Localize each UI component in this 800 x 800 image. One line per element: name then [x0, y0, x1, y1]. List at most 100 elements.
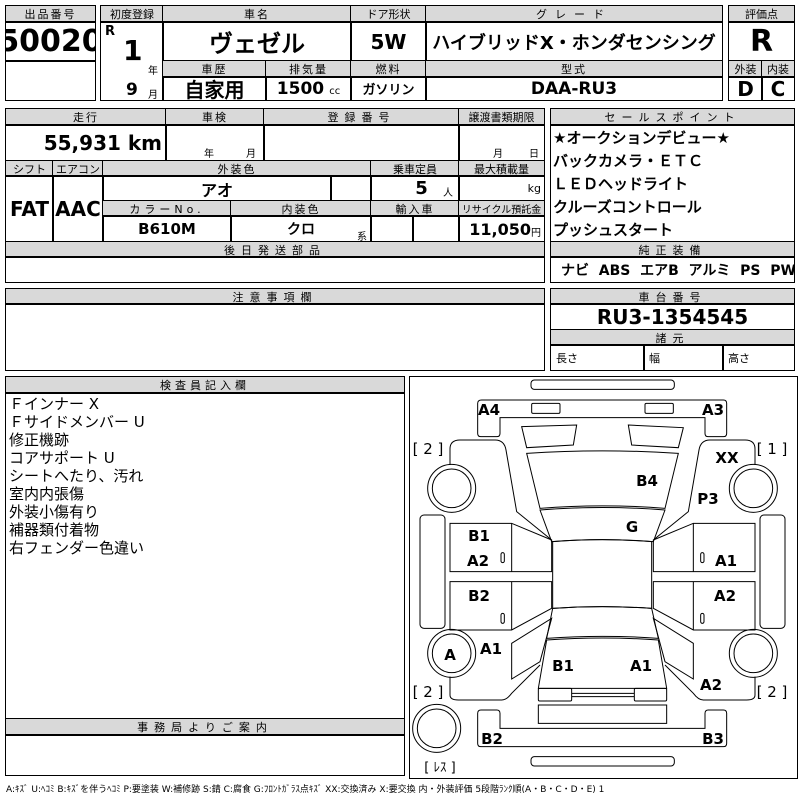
inspection-month-unit: 月	[246, 149, 256, 160]
inspection-year-unit: 年	[204, 149, 214, 160]
height-label: 高さ	[722, 344, 795, 371]
spec-label: 諸元	[550, 329, 795, 346]
inspector-note: コアサポート U	[9, 449, 115, 467]
damage-label: XX	[715, 449, 739, 467]
sale-points-body: ★オークションデビュー★ バックカメラ・ＥＴＣ ＬＥＤヘッドライト クルーズコン…	[550, 124, 795, 243]
capacity: 5	[415, 178, 428, 199]
damage-label: A1	[479, 640, 503, 658]
inspector-note: Ｆサイドメンバー U	[9, 413, 145, 431]
garnish	[571, 692, 635, 698]
spare-tire-label: [ ﾚｽ ]	[424, 760, 456, 776]
tire-grade: [ 2 ]	[412, 683, 444, 701]
windshield	[539, 507, 666, 543]
fuel-label: 燃料	[350, 60, 427, 78]
mileage-label: 走行	[5, 108, 167, 126]
exterior-label: 外装	[728, 60, 763, 78]
inspector-note: 室内内張傷	[9, 485, 85, 503]
lot-blank	[5, 60, 96, 101]
right-side-panels	[652, 439, 786, 701]
load-label: 最大積載量	[458, 160, 545, 177]
era: R	[105, 24, 116, 39]
tail-lamp-left	[537, 687, 573, 702]
damage-label: A2	[699, 676, 723, 694]
inspector-note: シートへたり、汚れ	[9, 467, 144, 485]
rear-window	[546, 606, 659, 639]
capacity-label: 乗車定員	[370, 160, 460, 177]
sale-point: ★オークションデビュー★	[553, 129, 730, 147]
history-label: 車歴	[162, 60, 267, 78]
color: アオ	[102, 175, 332, 202]
sale-point: バックカメラ・ＥＴＣ	[553, 152, 704, 170]
damage-label: B2	[481, 730, 503, 748]
interior-grade: C	[761, 76, 795, 101]
model: DAA-RU3	[425, 76, 723, 101]
car-diagram-frame	[409, 376, 798, 779]
shift: FAT	[5, 175, 54, 243]
import-label: 輸入車	[370, 200, 460, 217]
tire-grade: [ 2 ]	[756, 683, 788, 701]
exterior-grade: D	[728, 76, 763, 101]
load-unit: kg	[458, 175, 545, 202]
sale-point: ＬＥＤヘッドライト	[553, 175, 689, 193]
damage-label: A2	[466, 552, 490, 570]
sale-points-list: ★オークションデビュー★ バックカメラ・ＥＴＣ ＬＥＤヘッドライト クルーズコン…	[553, 127, 730, 242]
inspection-label: 車検	[165, 108, 265, 126]
first-reg-cell: R 1 年 9 月	[100, 21, 164, 101]
chassis-number: RU3-1354545	[550, 303, 795, 331]
ac-label: エアコン	[52, 160, 104, 177]
color-no: B610M	[102, 215, 232, 243]
reg-month: 9	[126, 80, 138, 100]
model-label: 型式	[425, 60, 723, 78]
chassis-label: 車台番号	[550, 288, 795, 305]
sale-point: プッシュスタート	[553, 221, 674, 239]
inspector-note: 補器類付着物	[9, 521, 100, 539]
year-unit: 年	[148, 66, 158, 77]
damage-label: B4	[636, 472, 658, 490]
fog-lamp-right	[644, 402, 674, 414]
transfer-label: 譲渡書類期限	[458, 108, 545, 126]
tire-grade: [ 2 ]	[412, 440, 444, 458]
month-unit: 月	[148, 90, 158, 101]
parts-label: 後日発送部品	[5, 241, 545, 258]
first-reg-label: 初度登録	[100, 5, 164, 23]
damage-label: B1	[468, 527, 490, 545]
equipment-list: ナビ ABS エアB アルミ PS PW	[550, 256, 795, 283]
interior-color-label: 内装色	[230, 200, 372, 217]
recycle: 11,050	[469, 219, 531, 239]
mileage: 55,931 km	[5, 124, 167, 162]
damage-label: B3	[702, 730, 724, 748]
recycle-label: リサイクル預託金	[458, 200, 545, 217]
notes-label: 注意事項欄	[5, 288, 545, 305]
lot-label: 出品番号	[5, 5, 96, 23]
sale-point: クルーズコントロール	[553, 198, 702, 216]
roof-rail-front	[530, 379, 675, 390]
inspection-cell: 年 月	[165, 124, 265, 162]
color-label: 外装色	[102, 160, 372, 177]
displacement-cell: 1500 cc	[265, 76, 352, 101]
tail-lamp-right	[633, 687, 668, 702]
damage-label: A3	[701, 401, 725, 419]
color-no-label: カラーNo.	[102, 200, 232, 217]
ac: AAC	[52, 175, 104, 243]
fog-lamp-left	[531, 402, 561, 414]
roof-rail-rear	[530, 756, 675, 767]
color-blank	[330, 175, 372, 202]
history: 自家用	[162, 76, 267, 101]
left-side-panels	[419, 439, 553, 701]
legend: A:ｷｽﾞ U:ﾍｺﾐ B:ｷｽﾞを伴うﾍｺﾐ P:要塗装 W:補修跡 S:錆 …	[6, 785, 605, 795]
reg-number-label: 登録番号	[263, 108, 460, 126]
inspector-label: 検査員記入欄	[5, 376, 405, 394]
damage-label: B2	[468, 587, 490, 605]
interior-color: クロ	[287, 222, 315, 238]
inspector-note: Ｆインナー X	[9, 395, 100, 413]
displacement: 1500	[276, 78, 325, 99]
car-diagram	[412, 379, 786, 767]
office-body	[5, 734, 405, 776]
damage-label: A4	[477, 401, 501, 419]
damage-label: P3	[697, 490, 719, 508]
width-label: 幅	[643, 344, 724, 371]
front-bumper	[477, 399, 728, 438]
inspector-body: Ｆインナー X Ｆサイドメンバー U 修正機跡 コアサポート U シートへたり、…	[5, 392, 405, 720]
notes-body	[5, 303, 545, 371]
grade: ハイブリッドX・ホンダセンシング	[425, 21, 723, 62]
